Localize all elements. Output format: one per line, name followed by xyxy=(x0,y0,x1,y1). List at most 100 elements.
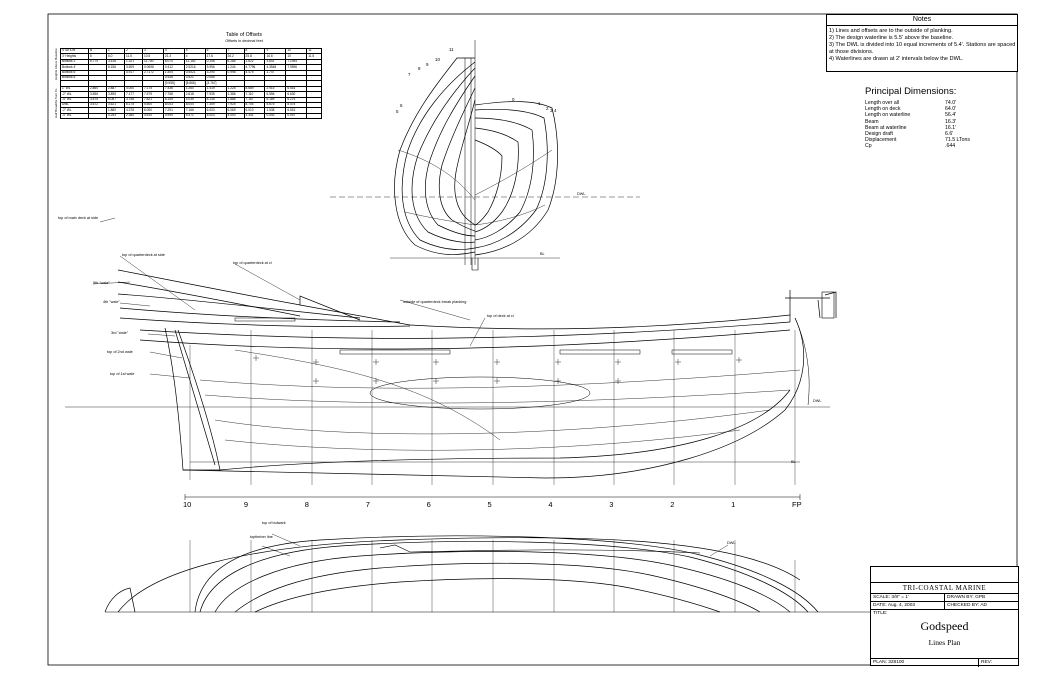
table-row: [9.555][8.866][3.767] xyxy=(60,80,322,87)
dimension-value: 71.5 LTons xyxy=(945,137,970,144)
drawing-subtitle: Lines Plan xyxy=(928,638,961,647)
body-station-label: 9 xyxy=(426,62,429,67)
label-top-quarterdeck-cl: top of quarterdeck at cl xyxy=(233,261,272,265)
notes-box: Notes 1) Lines and offsets are to the ou… xyxy=(826,14,1018,72)
title-label: TITLE: xyxy=(873,611,888,616)
dimension-label: Beam at waterline xyxy=(865,124,907,131)
half-breadth-plan xyxy=(104,533,870,613)
dimension-value: .644 xyxy=(945,143,956,150)
date-cell: DATE: Aug. 4, 2003 xyxy=(871,602,944,609)
sheet-border xyxy=(47,13,1018,666)
table-cell: 2.380 xyxy=(123,112,143,120)
note-item: 3) The DWL is divided into 10 equal incr… xyxy=(829,42,1016,55)
drawn-by-label: DRAWN BY: xyxy=(947,595,974,600)
body-station-label: 2 xyxy=(546,106,549,111)
station-scale-label: 4 xyxy=(548,500,553,509)
note-item: 4) Waterlines are drawn at 2' intervals … xyxy=(829,56,964,62)
plan-cell: PLAN: 328100 xyxy=(871,659,978,667)
dimension-value: 6.6' xyxy=(945,131,954,138)
dimension-row: Length on deck 64.0' xyxy=(865,106,995,112)
label-plan-dwl: DWL xyxy=(727,541,736,545)
table-cell: 0.097 xyxy=(285,112,308,120)
plan-row: PLAN: 328100 REV: xyxy=(871,659,1018,667)
station-scale-label: 9 xyxy=(243,500,249,509)
dimension-label: Length over all xyxy=(865,100,900,106)
body-station-label: 5 xyxy=(396,109,399,114)
station-scale-label: 1 xyxy=(731,500,736,509)
body-plan xyxy=(330,40,640,271)
dimension-value: 74.0' xyxy=(945,100,957,106)
table-cell xyxy=(87,112,107,120)
dimension-value: 16.3' xyxy=(945,118,957,125)
dimension-row: Displacement 71.5 LTons xyxy=(865,137,995,143)
dimension-label: Displacement xyxy=(865,137,897,144)
table-cell: 0.253 xyxy=(105,112,125,120)
label-top-1st-wale: top of 1st wale xyxy=(110,372,135,376)
dimension-row: Cp.644 xyxy=(865,143,995,149)
notes-list: 1) Lines and offsets are to the outside … xyxy=(827,28,1017,63)
title-block: TRI-COASTAL MARINE SCALE: 3/8" = 1' DRAW… xyxy=(870,566,1019,667)
label-top-quarterdeck-side: top of quarterdeck at side xyxy=(122,253,165,257)
body-station-label: 4 xyxy=(554,108,557,113)
plan-number: 328100 xyxy=(888,660,905,665)
dimension-label: Design draft xyxy=(865,131,893,138)
dimension-row: Length on waterline 56.4' xyxy=(865,112,995,118)
dimension-value: 56.4' xyxy=(945,112,957,119)
label-4th-wale: 4th "wale" xyxy=(103,300,120,304)
checked-by-value: AD xyxy=(980,603,988,608)
body-station-label: 11 xyxy=(449,47,454,52)
plan-label: PLAN: xyxy=(873,660,887,665)
table-cell: -4" WL xyxy=(60,112,89,120)
scale-value: 3/8" = 1' xyxy=(891,595,909,600)
table-cell: 0.543 xyxy=(264,112,287,120)
body-station-label: 3 xyxy=(550,108,553,113)
sheer-profile xyxy=(65,217,837,485)
dimension-label: Length on waterline xyxy=(865,112,911,119)
scale-row: SCALE: 3/8" = 1' DRAWN BY: GPB xyxy=(871,594,1018,602)
dimension-row: Design draft 6.6' xyxy=(865,131,995,137)
offsets-side-label: Half Breadths from CL xyxy=(54,88,58,118)
scale-cell: SCALE: 3/8" = 1' xyxy=(871,594,944,601)
table-cell: 5.471 xyxy=(183,112,206,120)
vessel-name: Godspeed xyxy=(920,619,969,633)
label-top-main-deck: top of main deck at side xyxy=(58,216,99,220)
dimension-label: Length on deck xyxy=(865,106,901,113)
station-scale-label: 3 xyxy=(609,500,614,509)
body-station-label: 0 xyxy=(512,97,515,102)
body-station-label: 8 xyxy=(418,66,421,71)
dimension-value: 16.1' xyxy=(945,124,957,131)
date-label: DATE: xyxy=(873,603,887,608)
label-toptimber-line: toptimber line xyxy=(250,535,273,539)
dimensions-title: Principal Dimensions: xyxy=(865,86,957,97)
notes-title: Notes xyxy=(827,15,1017,26)
table-cell: 4.999 xyxy=(162,112,185,120)
station-scale-label: 10 xyxy=(183,500,192,509)
table-cell: 4.610 xyxy=(141,112,164,120)
scale-label: SCALE: xyxy=(873,595,891,600)
rev-label: REV: xyxy=(981,660,993,665)
date-row: DATE: Aug. 4, 2003 CHECKED BY: AD xyxy=(871,602,1018,610)
station-scale-label: 7 xyxy=(365,500,370,509)
drawn-by-cell: DRAWN BY: GPB xyxy=(944,594,1018,601)
dimension-value: 64.0' xyxy=(945,106,957,113)
checked-by-cell: CHECKED BY: AD xyxy=(944,602,1018,609)
date-value: Aug. 4, 2003 xyxy=(887,603,916,608)
label-top-bulwark: top of bulwark xyxy=(262,521,286,525)
offsets-subtitle: Offsets in decimal feet xyxy=(225,39,263,43)
label-top-deck-cl: top of deck at cl xyxy=(487,314,514,318)
body-station-label: 7 xyxy=(408,72,411,77)
label-body-dwl: DWL xyxy=(577,192,586,196)
label-body-bl: BL xyxy=(540,252,545,256)
label-break-planking: outside of quarterdeck break planking xyxy=(403,300,467,304)
body-station-label: 6 xyxy=(400,103,403,108)
note-item: 2) The design waterline is 5.5' above th… xyxy=(829,35,954,41)
label-profile-bl: BL xyxy=(791,460,796,464)
